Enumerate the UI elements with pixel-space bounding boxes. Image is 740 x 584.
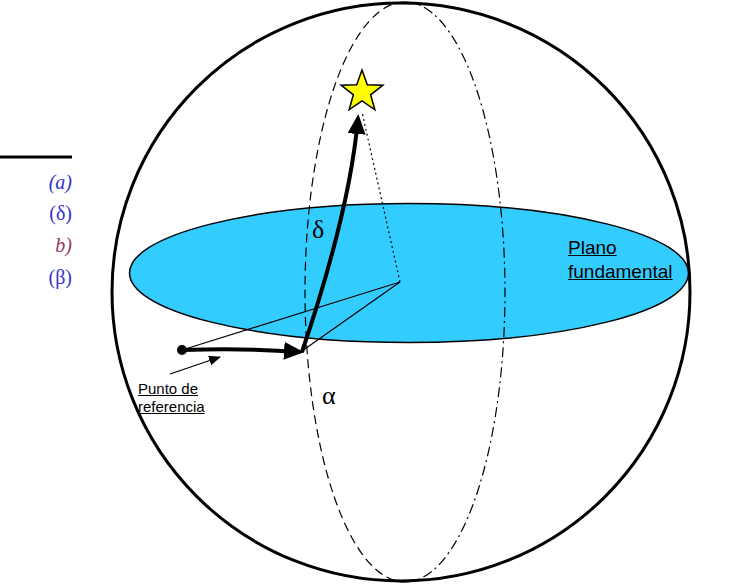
symbol-label: (a) xyxy=(49,170,72,194)
rule-line xyxy=(0,156,72,159)
symbol-label: b) xyxy=(55,233,72,257)
leader-arrow xyxy=(170,357,220,374)
reference-point xyxy=(177,345,187,355)
meridian-front xyxy=(405,2,505,582)
alpha-arc xyxy=(184,349,300,352)
fundamental-plane: Plano fundamental xyxy=(128,202,690,344)
symbol-label: (β) xyxy=(49,265,73,289)
plane-label: Plano fundamental xyxy=(568,236,686,284)
declination-label: δ xyxy=(312,214,324,245)
star-symbol xyxy=(341,70,383,110)
sphere-outline xyxy=(112,3,690,581)
right-ascension-label: α xyxy=(322,380,336,411)
star-projection xyxy=(362,112,400,282)
symbol-label: (δ) xyxy=(49,201,72,225)
delta-arc xyxy=(302,118,358,352)
reference-label: Punto de referencia xyxy=(138,380,222,416)
radius-line xyxy=(302,282,400,351)
radius-line xyxy=(182,282,400,350)
